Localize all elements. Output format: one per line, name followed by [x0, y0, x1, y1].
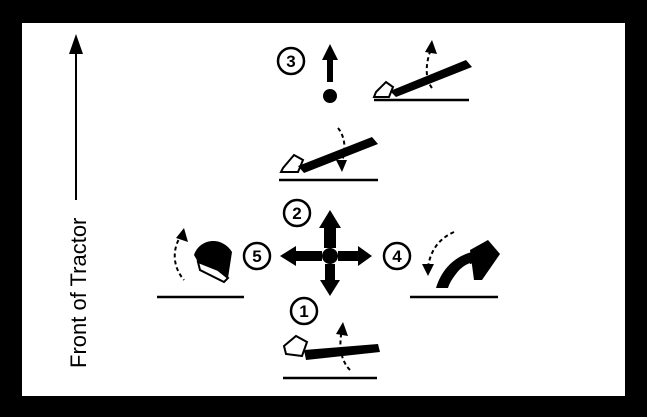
position-1-marker: 1 [291, 298, 317, 324]
position-4-marker: 4 [384, 243, 410, 269]
position-5-number: 5 [252, 247, 261, 266]
position-2-number: 2 [292, 204, 301, 223]
position-1-bucket-icon [283, 322, 380, 378]
position-5-bucket-icon [157, 228, 244, 297]
position-3-bucket-icon [374, 40, 472, 100]
middle-bucket-icon [279, 128, 378, 180]
position-4-number: 4 [392, 247, 402, 266]
position-3-marker: 3 [278, 44, 338, 103]
position-1-number: 1 [299, 302, 308, 321]
front-of-tractor-label: Front of Tractor [66, 218, 91, 368]
position-2-marker: 2 [284, 200, 310, 226]
position-4-bucket-icon [410, 232, 500, 297]
position-3-number: 3 [286, 52, 295, 71]
position-5-marker: 5 [244, 243, 270, 269]
front-of-tractor-arrow [69, 34, 83, 200]
